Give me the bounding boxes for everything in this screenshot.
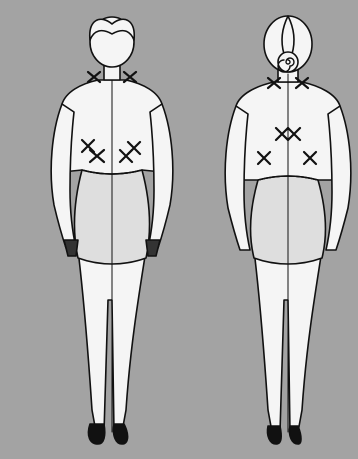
front-left-arm — [51, 104, 76, 248]
back-left-shoe — [267, 426, 281, 444]
back-view-figure — [225, 16, 351, 444]
front-left-shoe — [88, 424, 104, 444]
front-right-hand — [146, 240, 160, 256]
front-left-hand — [64, 240, 78, 256]
front-right-shoe — [113, 424, 127, 444]
front-view-figure — [51, 17, 173, 444]
hair-bun-icon — [278, 52, 298, 72]
back-right-shoe — [289, 426, 301, 444]
front-right-arm — [148, 104, 173, 248]
